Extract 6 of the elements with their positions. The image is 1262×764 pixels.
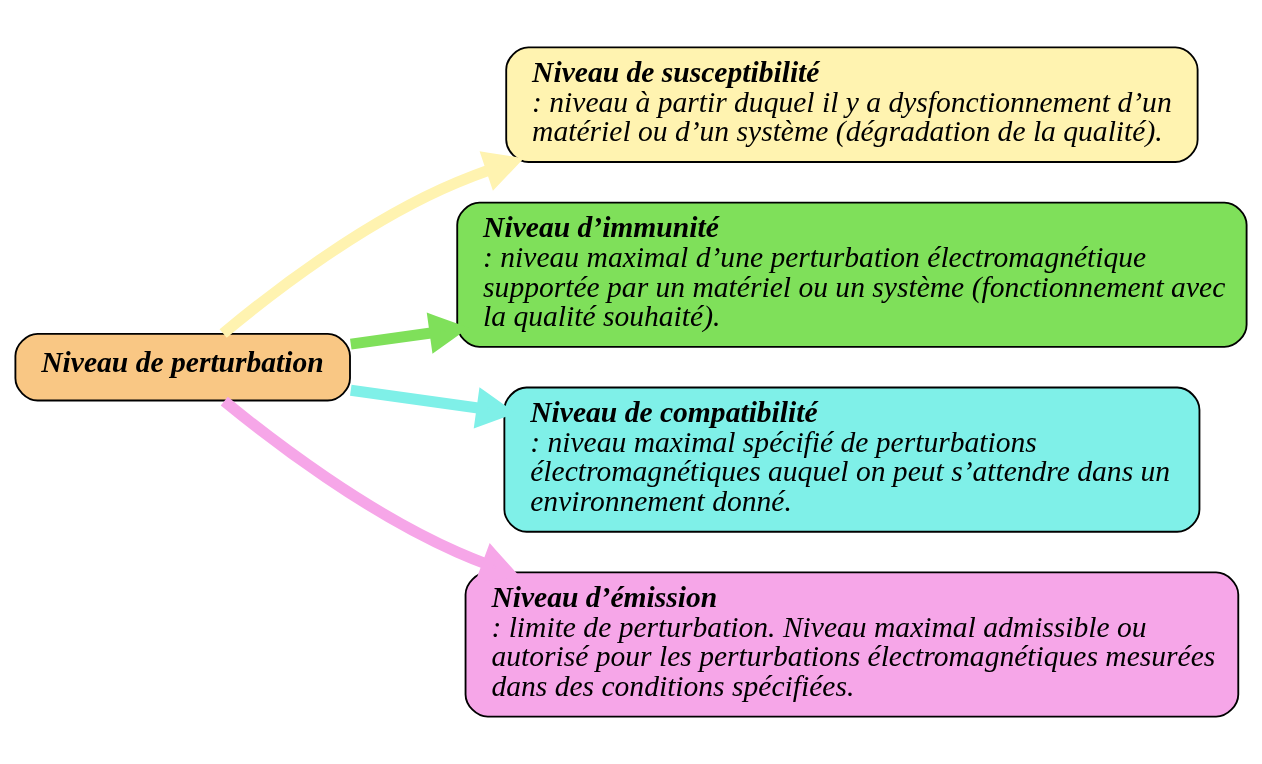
node-box: Niveau de compatibilité : niveau maximal spécifié de perturbations électromagnétiques auquel on peut s’attendre dans un environnement donné. bbox=[503, 386, 1201, 533]
node-box: Niveau de perturbation bbox=[14, 333, 351, 402]
node-box: Niveau de susceptibilité : niveau à partir duquel il y a dysfonctionnement d’un matériel ou d’un système (dégradation de la qualité). bbox=[505, 46, 1199, 163]
node-box: Niveau d’immunité : niveau maximal d’une perturbation électromagnétique supportée par un matériel ou un système (fonctionnement avec la qualité souhaité). bbox=[456, 201, 1248, 348]
node-box: Niveau d’émission : limite de perturbation. Niveau maximal admissible ou autorisé pour les perturbations électromagnétiques mesurées dans des conditions spécifiées. bbox=[464, 571, 1240, 718]
arrow bbox=[219, 151, 524, 338]
